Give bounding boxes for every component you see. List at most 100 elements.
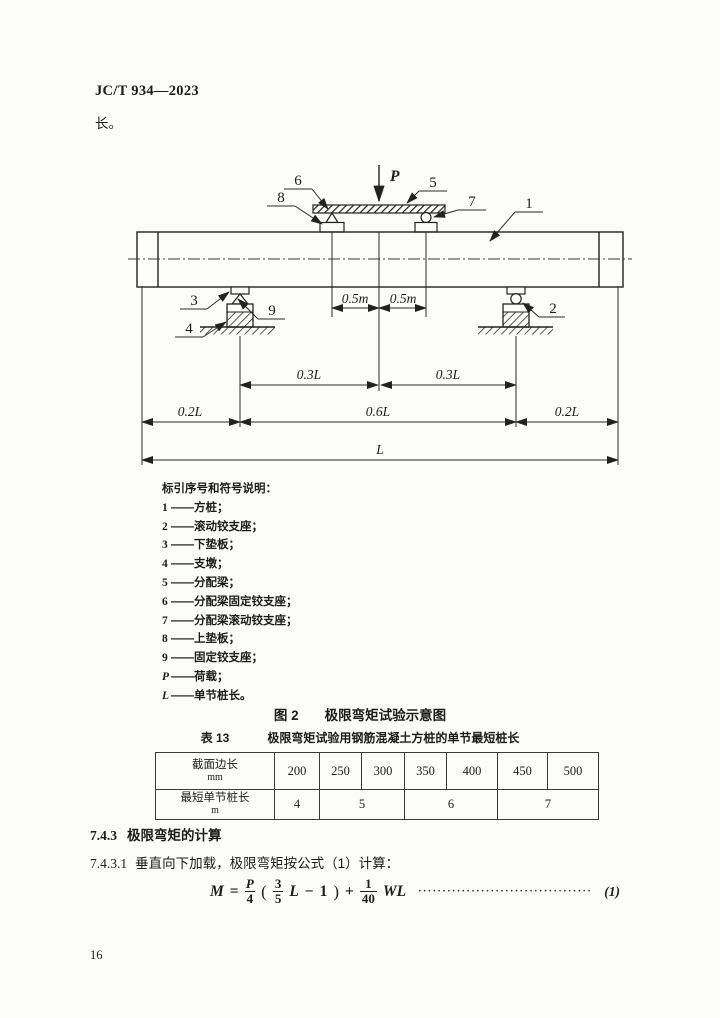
callout-5: 5 xyxy=(406,175,447,204)
table-cell: 6 xyxy=(404,789,498,820)
svg-text:L: L xyxy=(375,442,384,457)
equals-sign: = xyxy=(229,882,239,900)
section-title: 极限弯矩的计算 xyxy=(127,828,222,843)
equation-number: (1) xyxy=(604,883,620,899)
lower-pad-left xyxy=(230,286,250,295)
table-cell: 350 xyxy=(404,752,447,790)
ground-hatch-left xyxy=(200,327,275,335)
paragraph-continuation: 长。 xyxy=(95,116,122,131)
callout-8: 8 xyxy=(267,190,323,225)
svg-text:3: 3 xyxy=(190,293,198,309)
table-cell: 450 xyxy=(497,752,548,790)
legend-item: 2——滚动铰支座； xyxy=(162,520,263,533)
svg-text:9: 9 xyxy=(268,303,276,319)
legend-item: 1——方桩； xyxy=(162,501,229,514)
callout-2: 2 xyxy=(522,301,565,318)
svg-text:0.2L: 0.2L xyxy=(555,404,579,419)
lower-pad-right xyxy=(506,286,526,295)
svg-text:8: 8 xyxy=(277,190,285,206)
open-paren: ( xyxy=(261,881,267,901)
svg-text:1: 1 xyxy=(525,196,533,212)
table-row: 截面边长 mm 200 250 300 350 400 450 500 xyxy=(155,752,599,790)
figure-caption: 图 2 极限弯矩试验示意图 xyxy=(0,704,720,724)
legend-item: 8——上垫板； xyxy=(162,633,240,646)
callout-7: 7 xyxy=(433,194,486,218)
ground-hatch-right xyxy=(478,327,553,335)
callout-9: 9 xyxy=(237,298,285,320)
dimension-third-spans: 0.3L 0.3L xyxy=(239,367,517,389)
legend-item: 5——分配梁； xyxy=(162,576,240,589)
beam-roller xyxy=(420,211,432,224)
svg-text:0.3L: 0.3L xyxy=(297,367,321,382)
table-cell: 7 xyxy=(497,789,599,820)
callout-1: 1 xyxy=(489,196,543,242)
roller-support xyxy=(510,293,522,305)
legend-item: 7——分配梁滚动铰支座； xyxy=(162,614,298,627)
standard-code: JC/T 934—2023 xyxy=(95,83,199,99)
close-paren: ) xyxy=(333,881,340,901)
svg-text:4: 4 xyxy=(185,321,193,337)
svg-text:0.6L: 0.6L xyxy=(366,404,390,419)
table-cell: 400 xyxy=(446,752,498,790)
legend-item: 4——支墩； xyxy=(162,558,229,571)
row-header-side-length: 截面边长 mm xyxy=(155,752,275,790)
variable-l: L xyxy=(289,882,299,900)
beam-fixed-hinge xyxy=(324,211,340,224)
variables-wl: WL xyxy=(382,882,407,900)
table-cell: 500 xyxy=(547,752,599,790)
table-row: 最短单节桩长 m 4 5 6 7 xyxy=(155,789,599,820)
legend-item: P——荷载； xyxy=(162,670,229,683)
figure-title: 极限弯矩试验示意图 xyxy=(324,708,447,723)
pier-left-hatch xyxy=(226,311,254,328)
bending-test-diagram: P 6 xyxy=(128,165,632,465)
dimension-span-row: 0.2L 0.6L 0.2L xyxy=(141,404,619,426)
legend-block: 标引序号和符号说明： 1——方桩； 2——滚动铰支座； 3——下垫板； 4——支… xyxy=(162,480,298,706)
svg-text:7: 7 xyxy=(468,194,476,210)
plus-sign: + xyxy=(345,882,354,900)
distribution-beam xyxy=(312,204,446,214)
legend-item: 9——固定铰支座； xyxy=(162,652,263,665)
clause-text: 垂直向下加载，极限弯矩按公式（1）计算： xyxy=(135,856,400,871)
legend-item: 3——下垫板； xyxy=(162,539,240,552)
constant-one: 1 xyxy=(319,882,328,900)
legend-title: 标引序号和符号说明： xyxy=(162,483,277,495)
section-number: 7.4.3 xyxy=(90,828,117,843)
svg-text:2: 2 xyxy=(549,301,557,317)
svg-text:0.3L: 0.3L xyxy=(436,367,460,382)
svg-text:5: 5 xyxy=(429,175,437,191)
svg-text:0.5m: 0.5m xyxy=(390,291,417,306)
callout-4: 4 xyxy=(175,321,227,338)
formula-lhs: M xyxy=(210,882,224,900)
section-paragraph: 7.4.3.1 垂直向下加载，极限弯矩按公式（1）计算： xyxy=(90,852,399,872)
callout-3: 3 xyxy=(180,291,230,310)
fixed-hinge-support xyxy=(230,293,250,305)
row-header-min-length: 最短单节桩长 m xyxy=(155,789,275,820)
load-label: P xyxy=(390,168,400,185)
dimension-total-length: L xyxy=(141,442,619,464)
table-title: 极限弯矩试验用钢筋混凝土方桩的单节最短桩长 xyxy=(267,731,520,745)
figure-number: 图 2 xyxy=(273,708,299,723)
pier-right-hatch xyxy=(502,311,530,328)
legend-item: 6——分配梁固定铰支座； xyxy=(162,595,298,608)
table-cell: 200 xyxy=(274,752,320,790)
upper-pad-left xyxy=(319,221,345,233)
table-cell: 5 xyxy=(319,789,405,820)
table-cell: 4 xyxy=(274,789,320,820)
table-cell: 250 xyxy=(319,752,362,790)
dimension-half-meters: 0.5m 0.5m xyxy=(331,291,427,312)
upper-pad-right xyxy=(414,221,438,233)
clause-number: 7.4.3.1 xyxy=(90,856,128,871)
svg-text:0.5m: 0.5m xyxy=(342,291,369,306)
minus-sign: − xyxy=(304,882,314,900)
table-cell: 300 xyxy=(361,752,405,790)
callout-6: 6 xyxy=(284,173,329,210)
svg-text:6: 6 xyxy=(294,173,302,189)
legend-item: L——单节桩长。 xyxy=(162,689,252,702)
section-heading: 7.4.3 极限弯矩的计算 xyxy=(90,824,222,844)
